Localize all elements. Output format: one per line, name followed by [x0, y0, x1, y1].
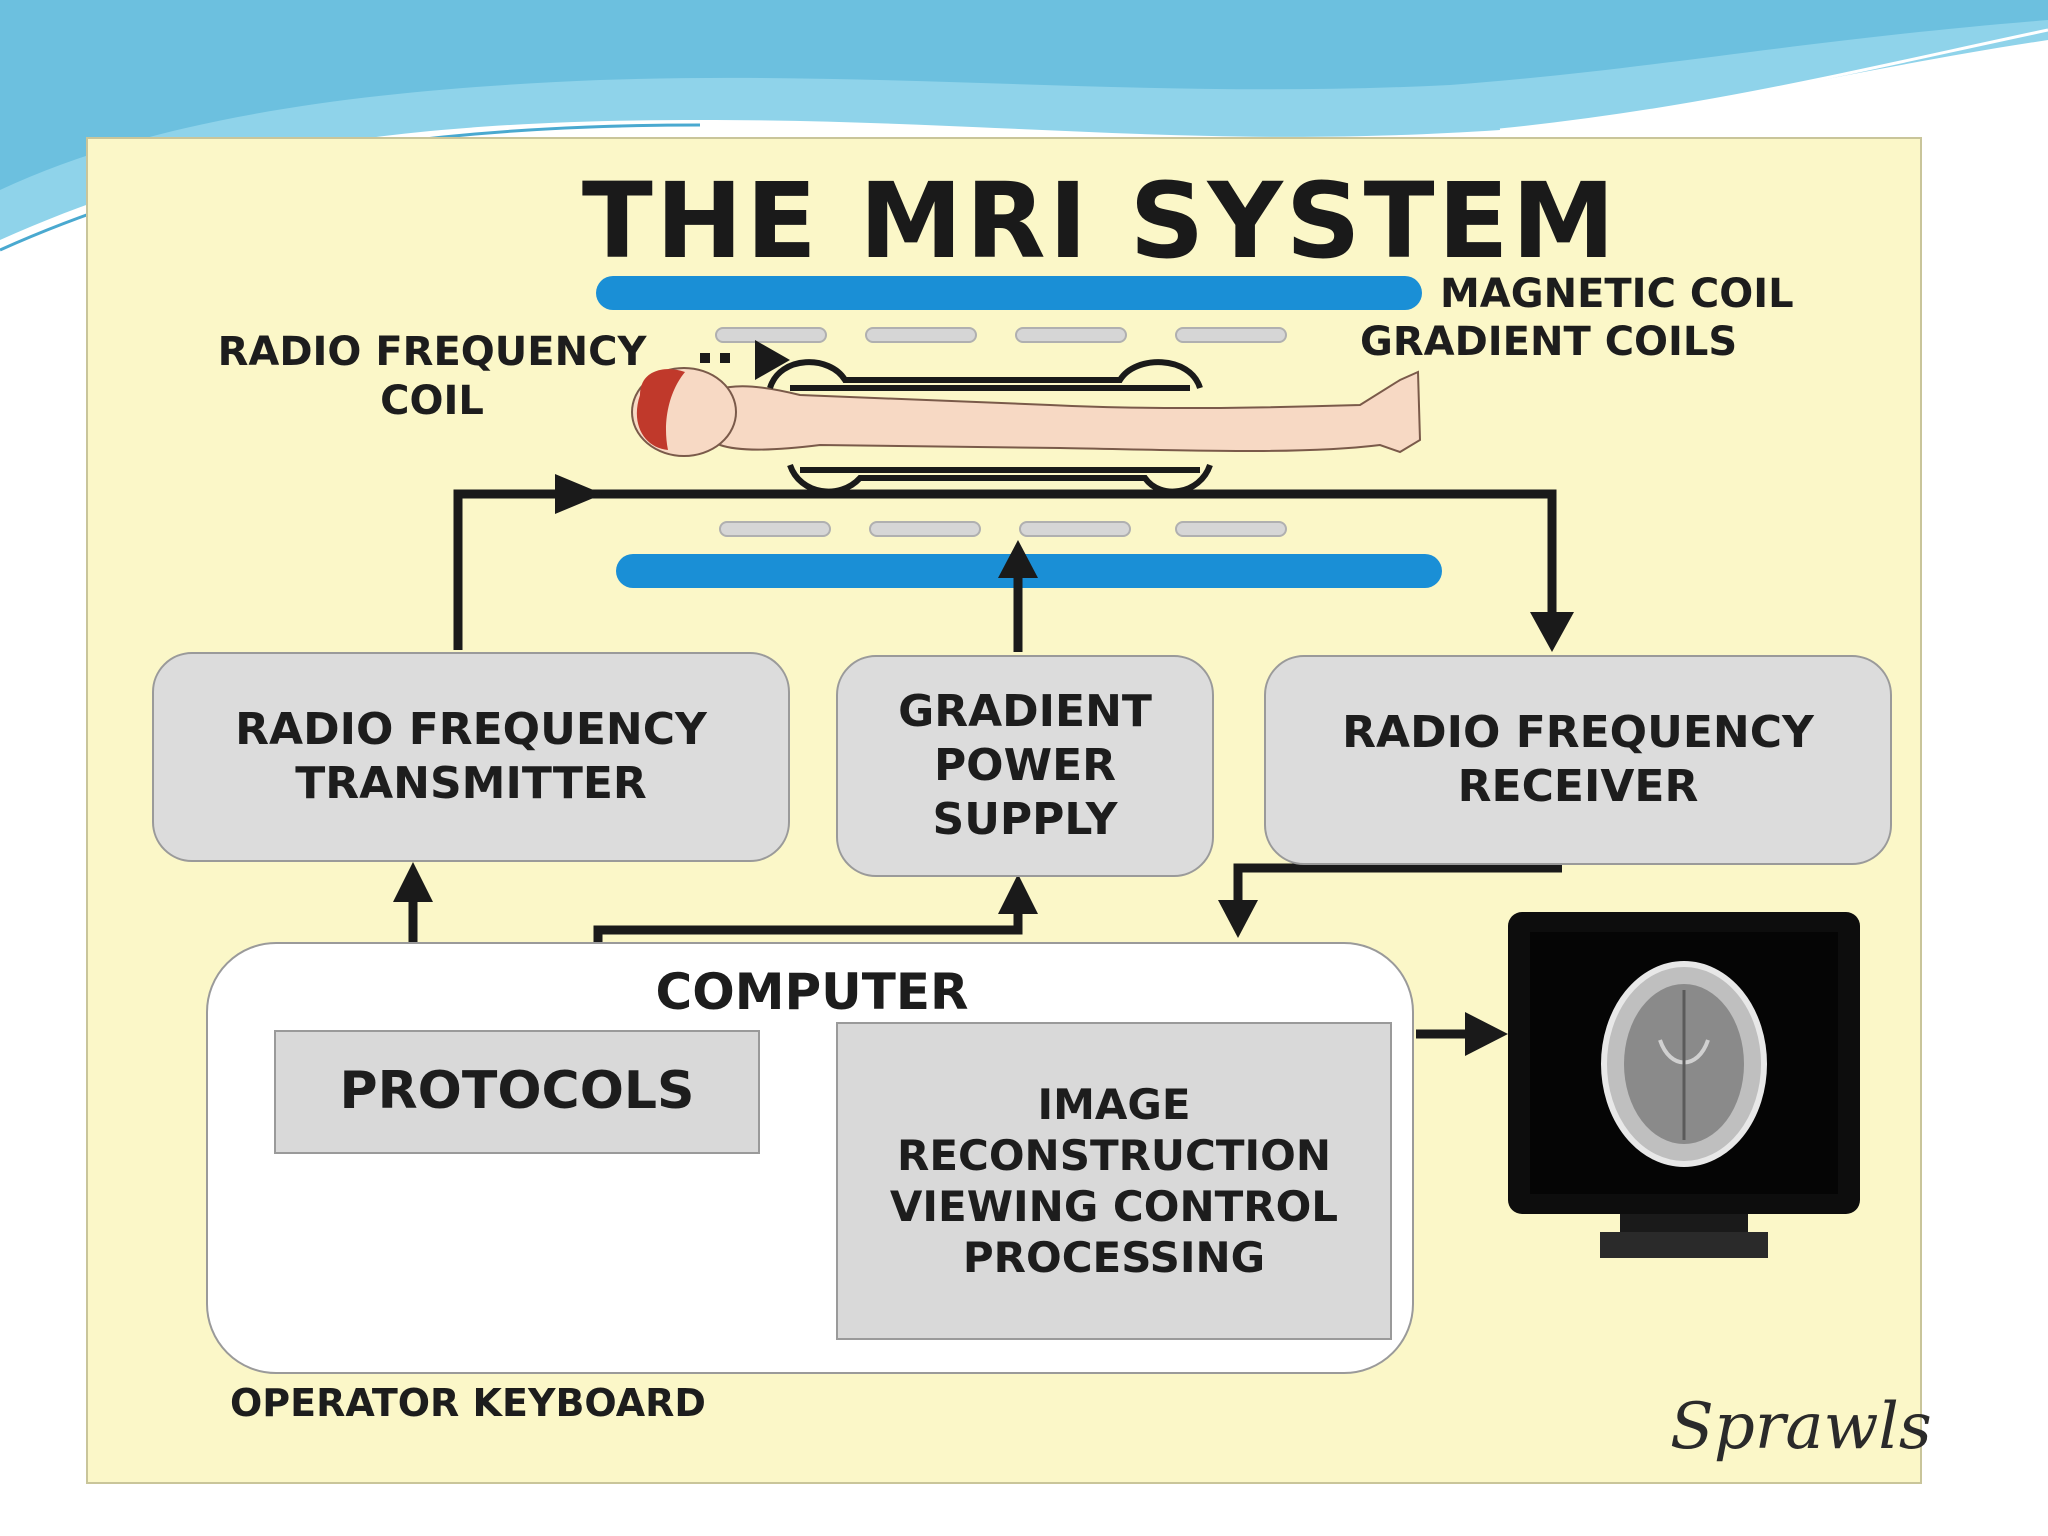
- arrowheads: [393, 474, 1574, 1056]
- gradient-coil-dashes: [715, 327, 1287, 537]
- rf-coil-label: RADIO FREQUENCY COIL: [217, 329, 647, 424]
- rf-transmitter-box: RADIO FREQUENCY TRANSMITTER: [152, 652, 790, 862]
- magnetic-coil-label: MAGNETIC COIL: [1440, 271, 1794, 317]
- computer-label: COMPUTER: [655, 963, 969, 1021]
- gradient-coils-label: GRADIENT COILS: [1360, 319, 1738, 365]
- monitor-with-brain-scan: [1508, 912, 1860, 1258]
- diagram-title: THE MRI SYSTEM: [581, 160, 1619, 282]
- rf-coil-pointer: [700, 340, 790, 380]
- protocols-box: PROTOCOLS: [274, 1030, 760, 1154]
- rf-coil-loops: [767, 359, 1213, 495]
- patient-figure: [631, 367, 1422, 457]
- gradient-power-supply-label: GRADIENT POWER SUPPLY: [898, 686, 1152, 845]
- author-signature: Sprawls: [1670, 1390, 1932, 1464]
- operator-keyboard-label: OPERATOR KEYBOARD: [230, 1381, 706, 1425]
- processing-box: IMAGE RECONSTRUCTION VIEWING CONTROL PRO…: [836, 1022, 1392, 1340]
- computer-box: COMPUTER PROTOCOLS IMAGE RECONSTRUCTION …: [206, 942, 1414, 1374]
- processing-label: IMAGE RECONSTRUCTION VIEWING CONTROL PRO…: [889, 1079, 1339, 1283]
- signal-arrows: [408, 489, 1562, 1039]
- rf-receiver-label: RADIO FREQUENCY RECEIVER: [1342, 707, 1814, 812]
- rf-transmitter-label: RADIO FREQUENCY TRANSMITTER: [235, 704, 707, 809]
- gradient-power-supply-box: GRADIENT POWER SUPPLY: [836, 655, 1214, 877]
- magnetic-coil-top-bar: [596, 276, 1422, 310]
- rf-receiver-box: RADIO FREQUENCY RECEIVER: [1264, 655, 1892, 865]
- protocols-label: PROTOCOLS: [339, 1061, 695, 1122]
